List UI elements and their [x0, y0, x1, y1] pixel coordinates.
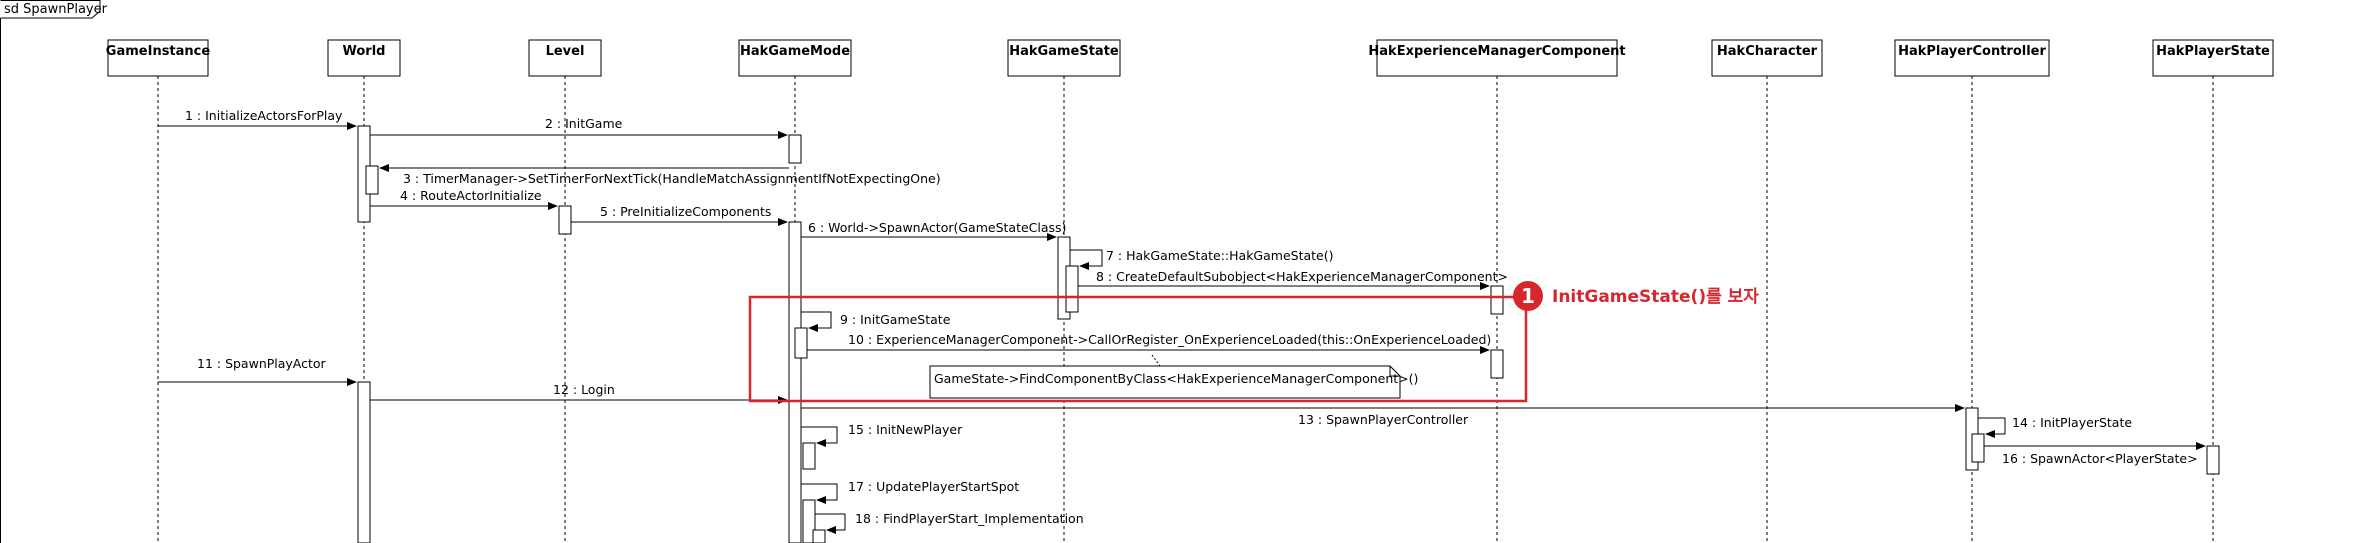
- message-label-9: 9 : InitGameState: [840, 312, 951, 327]
- note-text: GameState->FindComponentByClass<HakExper…: [934, 371, 1418, 386]
- frame-label: sd SpawnPlayer: [4, 2, 108, 17]
- activation-world-3: [357, 381, 371, 543]
- message-label-5: 5 : PreInitializeComponents: [600, 204, 771, 219]
- message-label-11: 11 : SpawnPlayActor: [197, 356, 327, 371]
- note: GameState->FindComponentByClass<HakExper…: [929, 354, 1418, 399]
- activation-world-2: [365, 165, 379, 195]
- message-label-13: 13 : SpawnPlayerController: [1298, 412, 1469, 427]
- message-arrow-9: [801, 311, 832, 332]
- message-label-3: 3 : TimerManager->SetTimerForNextTick(Ha…: [403, 171, 941, 186]
- highlight-box: [748, 295, 1528, 403]
- annotation-text: InitGameState()를 보자: [1552, 287, 1759, 307]
- activation-gamemode-9: [794, 327, 808, 359]
- message-label-18: 18 : FindPlayerStart_Implementation: [855, 511, 1084, 526]
- message-label-16: 16 : SpawnActor<PlayerState>: [2002, 451, 2198, 466]
- message-label-15: 15 : InitNewPlayer: [848, 422, 963, 437]
- activation-gamemode-17: [802, 499, 816, 543]
- message-label-14: 14 : InitPlayerState: [2012, 415, 2132, 430]
- lifeline-label-world: World: [343, 44, 386, 59]
- message-label-2: 2 : InitGame: [545, 116, 623, 131]
- activation-pc-2: [1971, 433, 1985, 463]
- activation-gamestate-2: [1065, 265, 1079, 313]
- messages: 1 : InitializeActorsForPlay 2 : InitGame…: [158, 108, 2206, 534]
- activation-gamemode-18: [812, 529, 826, 543]
- message-label-12: 12 : Login: [553, 382, 615, 397]
- lifeline-label-hakplayercontroller: HakPlayerController: [1898, 44, 2046, 59]
- annotation-badge: [1513, 281, 1543, 311]
- lifeline-hakgamemode: HakGameMode: [738, 39, 852, 543]
- highlight-annotation: 1 InitGameState()를 보자: [748, 281, 1761, 403]
- activations: [357, 125, 2220, 543]
- activation-playerstate: [2206, 445, 2220, 475]
- message-label-6: 6 : World->SpawnActor(GameStateClass): [808, 220, 1066, 235]
- message-arrow-7: [1070, 249, 1103, 270]
- message-label-1: 1 : InitializeActorsForPlay: [185, 108, 343, 123]
- message-label-10: 10 : ExperienceManagerComponent->CallOrR…: [848, 332, 1491, 347]
- lifeline-expmanager: HakExperienceManagerComponent: [1368, 39, 1626, 543]
- message-arrow-17: [801, 483, 838, 504]
- lifeline-hakcharacter: HakCharacter: [1711, 39, 1823, 543]
- lifeline-label-gameinstance: GameInstance: [106, 44, 211, 59]
- lifeline-gameinstance: GameInstance: [106, 39, 211, 543]
- activation-expmanager-1: [1490, 285, 1504, 315]
- lifeline-label-hakgamemode: HakGameMode: [740, 44, 850, 59]
- lifeline-hakplayerstate: HakPlayerState: [2152, 39, 2274, 543]
- message-arrow-18: [815, 513, 846, 534]
- activation-gamemode-main: [788, 221, 802, 543]
- lifeline-hakgamestate: HakGameState: [1007, 39, 1121, 543]
- message-label-7: 7 : HakGameState::HakGameState(): [1106, 248, 1333, 263]
- message-arrow-15: [801, 426, 838, 447]
- message-label-8: 8 : CreateDefaultSubobject<HakExperience…: [1096, 269, 1508, 284]
- annotation-badge-number: 1: [1521, 284, 1535, 308]
- activation-gamemode-15: [802, 442, 816, 470]
- frame: sd SpawnPlayer: [0, 0, 108, 543]
- lifeline-label-hakgamestate: HakGameState: [1009, 44, 1119, 59]
- activation-expmanager-2: [1490, 349, 1504, 379]
- message-label-17: 17 : UpdatePlayerStartSpot: [848, 479, 1019, 494]
- lifeline-label-expmanager: HakExperienceManagerComponent: [1368, 44, 1625, 59]
- lifeline-label-hakplayerstate: HakPlayerState: [2156, 44, 2270, 59]
- message-label-4: 4 : RouteActorInitialize: [400, 188, 542, 203]
- lifeline-hakplayercontroller: HakPlayerController: [1894, 39, 2050, 543]
- activation-gamemode-1: [788, 134, 802, 164]
- lifeline-label-level: Level: [546, 44, 585, 59]
- activation-level: [558, 205, 572, 235]
- lifeline-world: World: [327, 39, 401, 543]
- lifeline-level: Level: [528, 39, 602, 543]
- message-arrow-14: [1978, 417, 2006, 438]
- lifeline-label-hakcharacter: HakCharacter: [1717, 44, 1818, 59]
